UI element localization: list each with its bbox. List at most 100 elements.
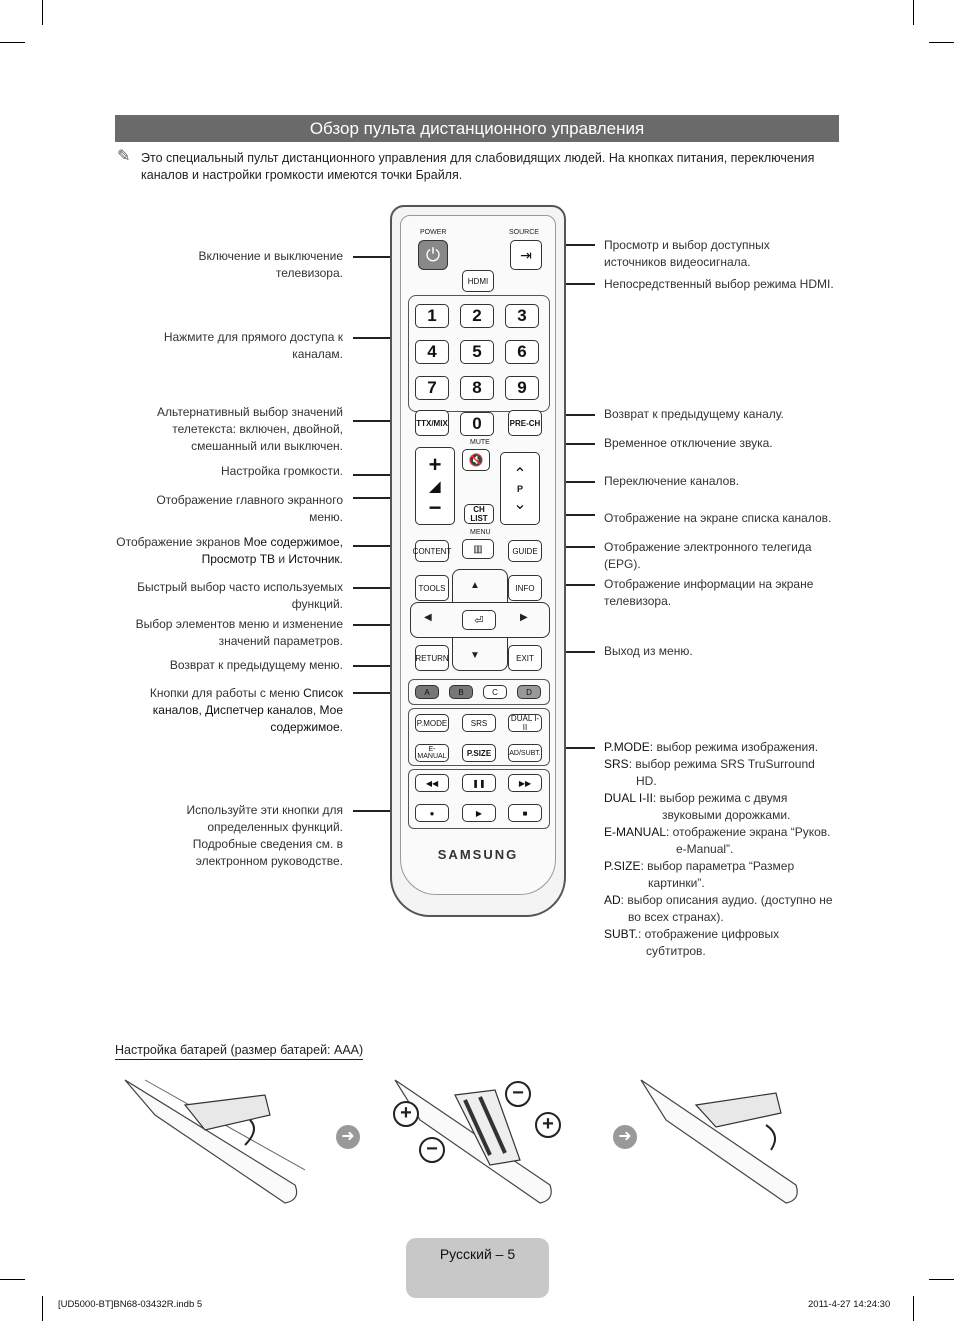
label-media: Используйте эти кнопки для определенных … [186,803,343,868]
footer-file: [UD5000-BT]BN68-03432R.indb 5 [58,1299,203,1310]
battery-step-3-illustration [640,1079,798,1204]
fast-forward-button[interactable]: ▶▶ [508,774,542,792]
plus-icon: + [535,1112,561,1138]
label-prech: Возврат к предыдущему каналу. [604,407,784,421]
color-d-button[interactable]: D [517,685,541,699]
power-button[interactable]: ⏻ [418,240,448,270]
footer-timestamp: 2011-4-27 14:24:30 [808,1299,891,1310]
digit-7-button[interactable]: 7 [415,376,449,400]
guide-button[interactable]: GUIDE [508,540,542,562]
battery-step-1-illustration [124,1079,305,1204]
digit-1-button[interactable]: 1 [415,304,449,328]
channel-rocker[interactable]: ⌃ P ⌄ [500,452,540,525]
source-label: SOURCE [509,229,539,236]
label-exit: Выход из меню. [604,644,693,658]
minus-icon: − [505,1081,531,1107]
rewind-icon: ◀◀ [425,778,439,788]
digit-2-button[interactable]: 2 [460,304,494,328]
stop-button[interactable]: ■ [508,804,542,822]
down-arrow-icon[interactable]: ▼ [470,650,480,661]
srs-button[interactable]: SRS [462,714,496,732]
tools-button[interactable]: TOOLS [415,575,449,601]
menu-button[interactable]: ▥ [462,539,494,559]
function-emanual: E-MANUAL: отображение экрана “Руков. e-M… [604,825,831,856]
e-manual-button[interactable]: E-MANUAL [415,744,449,762]
function-pmode: P.MODE: выбор режима изображения. [604,740,819,754]
volume-rocker[interactable]: + ◢ − [415,447,455,525]
ttx-mix-button[interactable]: TTX/MIX [415,410,449,436]
braille-note: ✎ Это специальный пульт дистанционного у… [117,148,817,184]
rewind-button[interactable]: ◀◀ [415,774,449,792]
mute-button[interactable]: 🔇 [462,449,490,471]
dual-button[interactable]: DUAL I-II [508,714,542,732]
record-icon: ● [429,808,435,818]
pause-button[interactable]: ❚❚ [462,774,496,792]
left-arrow-icon[interactable]: ◀ [424,612,432,623]
function-keys [408,708,550,766]
digit-3-button[interactable]: 3 [505,304,539,328]
color-b-button[interactable]: B [449,685,473,699]
p-size-button[interactable]: P.SIZE [462,744,496,762]
label-info: Отображение информации на экране телевиз… [604,577,814,608]
label-volume: Настройка громкости. [221,464,343,478]
label-power: Включение и выключение телевизора. [198,249,343,280]
label-abcd: Кнопки для работы с меню Список каналов,… [149,686,343,734]
digit-4-button[interactable]: 4 [415,340,449,364]
digit-9-button[interactable]: 9 [505,376,539,400]
ad-subt-button[interactable]: AD/SUBT. [508,744,542,762]
menu-label: MENU [470,529,491,536]
function-dual: DUAL I-II: выбор режима с двумя звуковым… [604,791,791,822]
pencil-icon: ✎ [117,148,131,165]
source-icon: ⇥ [520,246,532,263]
function-subt: SUBT.: отображение цифровых субтитров. [604,927,780,958]
label-mute: Временное отключение звука. [604,436,773,450]
channel-up-icon: ⌃ [513,465,527,483]
function-ad: AD: выбор описания аудио. (доступно не в… [604,893,833,924]
play-button[interactable]: ▶ [462,804,496,822]
function-list: P.MODE: выбор режима изображения. SRS: в… [604,739,834,960]
label-nav: Выбор элементов меню и изменение значени… [135,617,343,648]
color-c-button[interactable]: C [483,685,507,699]
stop-icon: ■ [522,808,528,818]
digit-0-button[interactable]: 0 [460,412,494,436]
power-icon: ⏻ [425,244,441,265]
battery-step-2-illustration [394,1079,552,1204]
mute-icon: 🔇 [468,453,484,467]
remote-control: POWER ⏻ SOURCE ⇥ HDMI 1 2 3 4 5 6 7 8 9 … [390,205,566,917]
next-step-arrow-icon: ➜ [336,1125,360,1149]
label-return: Возврат к предыдущему меню. [169,658,343,672]
page-number-tab: Русский – 5 [406,1238,549,1298]
info-button[interactable]: INFO [508,575,542,601]
label-hdmi: Непосредственный выбор режима HDMI. [604,277,834,291]
content-button[interactable]: CONTENT [413,540,451,562]
mute-label: MUTE [470,439,490,446]
right-arrow-icon[interactable]: ▶ [520,612,528,623]
media-keys [408,769,550,829]
battery-title: Настройка батарей (размер батарей: AAA) [115,1043,364,1060]
color-a-button[interactable]: A [415,685,439,699]
up-arrow-icon[interactable]: ▲ [470,580,480,591]
play-icon: ▶ [475,808,483,818]
label-tools: Быстрый выбор часто используемых функций… [137,580,343,611]
page-title: Обзор пульта дистанционного управления [115,115,839,142]
fast-forward-icon: ▶▶ [518,778,532,788]
p-mode-button[interactable]: P.MODE [415,714,449,732]
digit-6-button[interactable]: 6 [505,340,539,364]
return-button[interactable]: RETURN [415,645,449,671]
enter-button[interactable]: ⏎ [462,610,496,630]
menu-icon: ▥ [473,543,483,555]
minus-icon: − [419,1137,445,1163]
record-button[interactable]: ● [415,804,449,822]
channel-p-label: P [516,483,523,494]
label-menu: Отображение главного экранного меню. [156,493,343,524]
digit-5-button[interactable]: 5 [460,340,494,364]
pre-ch-button[interactable]: PRE-CH [508,410,542,436]
digit-8-button[interactable]: 8 [460,376,494,400]
number-pad [408,295,550,412]
ch-list-button[interactable]: CH LIST [464,504,494,524]
next-step-arrow-icon: ➜ [613,1125,637,1149]
hdmi-button[interactable]: HDMI [462,270,494,292]
source-button[interactable]: ⇥ [510,240,542,270]
exit-button[interactable]: EXIT [508,645,542,671]
function-psize: P.SIZE: выбор параметра “Размер картинки… [604,859,795,890]
